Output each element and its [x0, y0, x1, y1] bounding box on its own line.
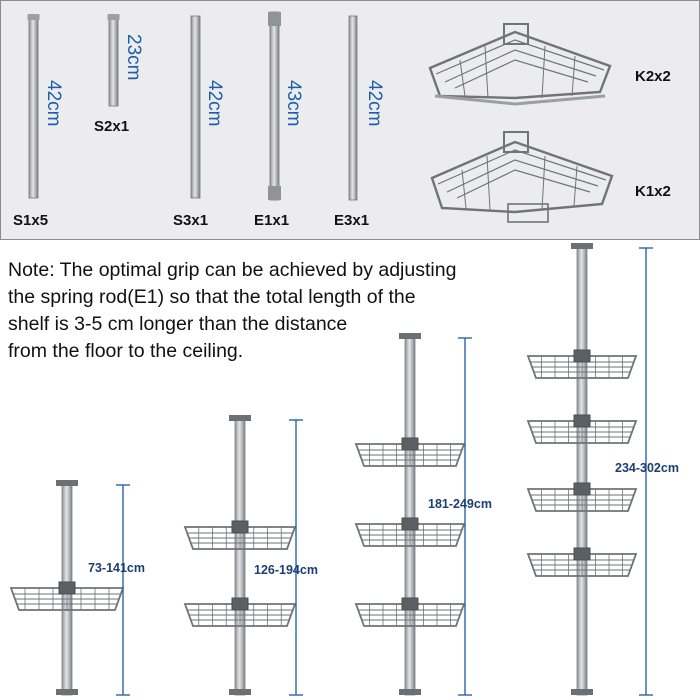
pole-4-basket-4-icon	[526, 547, 638, 577]
pole-4-basket-2-icon	[526, 414, 638, 444]
note-line: shelf is 3-5 cm longer than the distance	[8, 313, 348, 335]
part-label-e1: E1x1	[254, 212, 290, 229]
length-label-s1: 42cm	[43, 80, 64, 127]
pole-2-basket-1-icon	[183, 520, 297, 550]
pole-1-bottom-cap	[56, 689, 78, 695]
part-label-s1: S1x5	[13, 212, 49, 229]
pole-3-bottom-cap	[399, 689, 421, 695]
pole-3-top-cap	[399, 333, 421, 339]
pole-2-bottom-cap	[229, 689, 251, 695]
length-label-e3: 42cm	[364, 80, 385, 127]
part-label-s2: S2x1	[94, 118, 130, 135]
size-range-2: 126-194cm	[254, 563, 318, 577]
part-label-k2: K2x2	[635, 68, 671, 85]
length-label-e1: 43cm	[283, 80, 304, 127]
pole-3-basket-1-icon	[354, 437, 466, 467]
note-line: from the floor to the ceiling.	[8, 340, 244, 362]
rod-s1-icon	[27, 14, 40, 199]
length-label-s3: 42cm	[204, 80, 225, 127]
pole-3	[404, 337, 416, 696]
pole-2	[234, 419, 246, 696]
pole-4-top-cap	[571, 243, 593, 249]
length-label-s2: 23cm	[123, 34, 144, 81]
pole-2-basket-2-icon	[183, 597, 297, 627]
note-line: the spring rod(E1) so that the total len…	[8, 286, 416, 308]
assembly-note: Note: The optimal grip can be achieved b…	[8, 257, 528, 365]
rod-e1-icon	[268, 11, 281, 201]
pole-3-basket-3-icon	[354, 597, 466, 627]
pole-1-top-cap	[56, 480, 78, 486]
pole-4-basket-1-icon	[526, 349, 638, 379]
rod-s2-icon	[107, 14, 120, 107]
note-line: Note: The optimal grip can be achieved b…	[8, 259, 457, 281]
size-range-1: 73-141cm	[88, 561, 145, 575]
size-range-3: 181-249cm	[428, 497, 492, 511]
part-label-k1: K1x2	[635, 183, 671, 200]
pole-2-top-cap	[229, 415, 251, 421]
rod-e3-icon	[348, 15, 358, 201]
size-range-4: 234-302cm	[615, 461, 679, 475]
basket-k1-icon	[430, 131, 614, 223]
pole-4	[576, 247, 588, 696]
pole-1-basket-1-icon	[9, 581, 125, 611]
part-label-s3: S3x1	[173, 212, 209, 229]
pole-3-basket-2-icon	[354, 517, 466, 547]
pole-4-basket-3-icon	[526, 482, 638, 512]
basket-k2-icon	[428, 23, 612, 106]
part-label-e3: E3x1	[334, 212, 370, 229]
rod-s3-icon	[190, 15, 201, 199]
pole-4-bottom-cap	[571, 689, 593, 695]
